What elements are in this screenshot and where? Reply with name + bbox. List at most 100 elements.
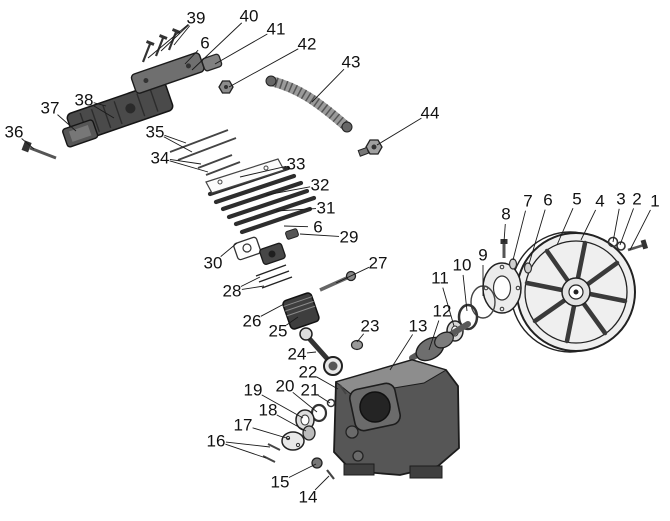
leader-line-30 [220, 242, 238, 257]
callout-7: 7 [523, 192, 532, 211]
callout-42: 42 [298, 35, 317, 54]
callout-37: 37 [41, 99, 60, 118]
leader-line-22 [316, 376, 339, 390]
callout-3: 3 [616, 190, 625, 209]
valve-plates [233, 228, 299, 265]
screw-16a [267, 443, 281, 451]
screw-16b [262, 455, 276, 463]
leader-line-35 [164, 134, 187, 144]
leader-line-24 [306, 351, 317, 354]
head-screws [197, 154, 241, 176]
callout-15: 15 [271, 473, 290, 492]
callout-27: 27 [369, 254, 388, 273]
crankcase [333, 359, 460, 479]
callout-16: 16 [207, 432, 226, 451]
head-studs [169, 129, 237, 161]
callout-28: 28 [223, 282, 242, 301]
end-cover-17 [281, 431, 305, 451]
leader-line-43 [311, 68, 345, 103]
callout-26: 26 [243, 312, 262, 331]
leader-line-10 [462, 274, 468, 312]
callout-8: 8 [501, 205, 510, 224]
intake-filter-body [201, 53, 223, 72]
leader-line-33 [239, 165, 287, 178]
leader-line-19 [261, 394, 304, 419]
mounting-foot-right [409, 465, 443, 479]
washer-21 [326, 398, 336, 408]
callout-35: 35 [146, 123, 165, 142]
callout-36: 36 [5, 123, 24, 142]
leader-line-40 [191, 22, 243, 71]
leader-line-23 [356, 333, 365, 343]
leader-lines [21, 22, 651, 491]
leader-line-25 [285, 316, 299, 326]
discharge-tube [265, 75, 353, 133]
leader-line-13 [389, 334, 414, 371]
callout-20: 20 [276, 377, 295, 396]
callout-43: 43 [342, 53, 361, 72]
callout-13: 13 [409, 317, 428, 336]
leader-line-34 [169, 160, 209, 173]
mounting-foot-left [343, 463, 375, 476]
callout-24: 24 [288, 345, 307, 364]
leader-line-16 [225, 443, 267, 459]
head-bolt-36 [21, 140, 57, 160]
leader-line-15 [288, 463, 317, 478]
screw-22 [339, 384, 347, 395]
leader-line-6 [528, 209, 546, 265]
leader-line-27 [335, 266, 370, 284]
leader-line-38 [93, 102, 107, 107]
flywheel [510, 231, 636, 353]
crankshaft [409, 321, 471, 362]
callout-32: 32 [311, 176, 330, 195]
callout-22: 22 [299, 363, 318, 382]
callout-19: 19 [244, 381, 263, 400]
piston [282, 292, 320, 330]
leader-line-3 [612, 208, 620, 243]
seal-18 [302, 425, 316, 441]
callout-21: 21 [301, 381, 320, 400]
leader-line-41 [214, 33, 268, 65]
leader-line-4 [580, 209, 597, 241]
leader-line-29 [299, 233, 340, 237]
leader-line-11 [442, 287, 455, 327]
piston-rings [255, 264, 293, 289]
tube-fitting-44 [357, 139, 383, 157]
valve-spacer [285, 228, 299, 240]
leader-line-5 [556, 207, 574, 246]
callout-41: 41 [267, 20, 286, 39]
callout-31: 31 [317, 199, 336, 218]
callout-33: 33 [287, 155, 306, 174]
callout-39: 39 [187, 9, 206, 28]
callout-40: 40 [240, 7, 259, 26]
leader-line-7 [512, 210, 526, 261]
leader-line-2 [619, 208, 634, 246]
callout-30: 30 [204, 254, 223, 273]
spacer-7 [508, 258, 518, 270]
leader-line-39 [147, 24, 189, 59]
leader-line-26 [260, 303, 285, 317]
callout-9: 9 [478, 246, 487, 265]
callout-6: 6 [200, 34, 209, 53]
leader-line-17 [252, 427, 291, 440]
leader-line-6 [283, 225, 309, 228]
callout-6: 6 [313, 218, 322, 237]
leader-line-14 [314, 475, 330, 491]
leader-line-6 [184, 49, 199, 65]
leader-line-20 [292, 391, 318, 413]
callout-18: 18 [259, 401, 278, 420]
leader-line-8 [503, 223, 506, 243]
callout-4: 4 [595, 192, 604, 211]
leader-line-21 [318, 395, 331, 404]
flywheel-spokes [524, 240, 628, 344]
leader-line-1 [629, 209, 651, 251]
leader-line-35 [163, 136, 193, 153]
callout-5: 5 [572, 190, 581, 209]
retaining-ring [457, 303, 479, 331]
leader-line-18 [276, 414, 307, 432]
screw-14 [326, 469, 335, 480]
callout-44: 44 [421, 104, 440, 123]
callout-17: 17 [234, 416, 253, 435]
